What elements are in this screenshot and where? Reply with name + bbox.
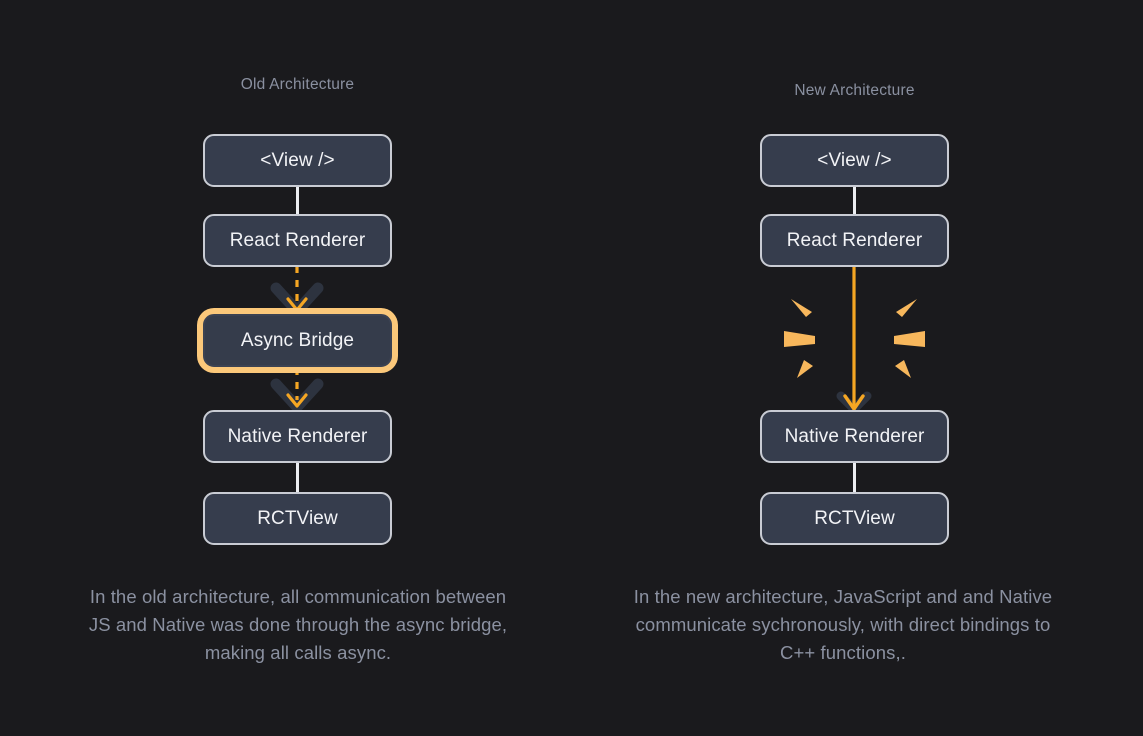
- old-architecture-title: Old Architecture: [240, 76, 355, 93]
- dashed-arrow-old-1-icon: [286, 266, 308, 312]
- chevron-new-icon: [836, 391, 872, 414]
- new-architecture-title: New Architecture: [794, 82, 915, 99]
- node-old-async-bridge[interactable]: Async Bridge: [203, 314, 392, 367]
- node-old-react-renderer[interactable]: React Renderer: [203, 214, 392, 267]
- node-new-native-renderer[interactable]: Native Renderer: [760, 410, 949, 463]
- chevron-old-1-icon: [270, 282, 324, 317]
- node-old-native-renderer[interactable]: Native Renderer: [203, 410, 392, 463]
- dashed-arrow-old-2-icon: [286, 368, 308, 408]
- new-architecture-caption: In the new architecture, JavaScript and …: [633, 586, 1053, 663]
- solid-arrow-new-icon: [843, 266, 865, 411]
- node-new-rctview[interactable]: RCTView: [760, 492, 949, 545]
- node-old-view[interactable]: <View />: [203, 134, 392, 187]
- chevron-old-2-icon: [270, 378, 324, 413]
- node-new-view[interactable]: <View />: [760, 134, 949, 187]
- connector-old-view-to-react: [296, 185, 299, 216]
- connector-old-native-to-rct: [296, 463, 299, 494]
- connector-new-view-to-react: [853, 185, 856, 216]
- node-old-rctview[interactable]: RCTView: [203, 492, 392, 545]
- sync-burst-rays-icon: [784, 299, 925, 378]
- node-new-react-renderer[interactable]: React Renderer: [760, 214, 949, 267]
- old-architecture-caption: In the old architecture, all communicati…: [88, 586, 508, 663]
- connector-new-native-to-rct: [853, 463, 856, 494]
